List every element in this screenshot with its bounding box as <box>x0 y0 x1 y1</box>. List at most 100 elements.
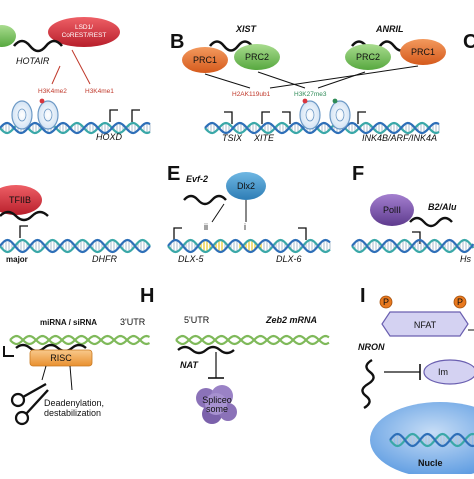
promoter-arrow-a1 <box>109 109 118 122</box>
panel-g: miRNA / siRNA 3'UTR RISC Deadenylation, … <box>3 317 150 426</box>
prc2-b1-label: PRC2 <box>245 52 269 62</box>
nucleosome-b1 <box>299 100 321 130</box>
dna-e <box>167 238 331 254</box>
major-label: major <box>6 255 28 264</box>
mirna-label: miRNA / siRNA <box>40 318 97 327</box>
risc-label: RISC <box>50 353 72 363</box>
phospho-p1: P <box>379 295 393 309</box>
polii-label: PolII <box>383 205 401 215</box>
hs-label: Hs <box>460 254 471 264</box>
promoter-arrow-b2 <box>261 111 270 124</box>
b2alu-rna <box>409 216 453 228</box>
panel-f: F PolII B2/Alu Hs <box>351 163 474 264</box>
panel-c-letter: C <box>463 31 474 53</box>
panel-b-letter: B <box>170 31 184 53</box>
mark-dot-a <box>39 98 45 104</box>
ink-label: INK4B/ARF/INK4A <box>362 133 437 143</box>
panel-h: H 5'UTR Zeb2 mRNA NAT Spliceo some <box>140 285 330 424</box>
panel-e: E Dlx2 Evf-2 ii i DLX-5 DLX-6 <box>167 163 331 264</box>
risc-complex <box>29 349 93 367</box>
panel-i: I NFAT P P NRON Im Nucle <box>358 285 474 478</box>
scissors-icon <box>10 382 49 426</box>
arrow-a1 <box>51 65 61 85</box>
dlx6-label: DLX-6 <box>276 254 302 264</box>
anril-label: ANRIL <box>375 24 404 34</box>
tail-g <box>3 346 14 357</box>
arrow-e1 <box>211 203 225 223</box>
mirna-strand <box>15 343 87 353</box>
deadenyl-label: Deadenylation, <box>44 398 104 408</box>
nucleosome-a2 <box>37 100 59 130</box>
panel-e-letter: E <box>167 163 180 185</box>
h2a-mark: H2AK119ub1 <box>232 91 271 98</box>
panel-a: LSD1/CoREST/REST HOTAIR H3K4me2 H3K4me1 … <box>0 17 151 142</box>
prc1-b1 <box>182 47 228 73</box>
prc1-b2 <box>400 39 446 65</box>
b2alu-label: B2/Alu <box>428 202 457 212</box>
dlx5-label: DLX-5 <box>178 254 205 264</box>
arrow-b4 <box>269 65 419 89</box>
promoter-arrow-b3 <box>282 111 291 124</box>
dhfr-label: DHFR <box>92 254 117 264</box>
prc2-b2-label: PRC2 <box>356 52 380 62</box>
svg-text:P: P <box>457 297 463 307</box>
dlx2-label: Dlx2 <box>237 181 255 191</box>
tsix-label: TSIX <box>222 133 243 143</box>
prc1-b2-label: PRC1 <box>411 47 435 57</box>
nucleus-label: Nucle <box>418 458 443 468</box>
evf2-rna <box>183 194 227 206</box>
tfiib-label: TFIIB <box>9 195 31 205</box>
nfat-shape <box>381 311 469 337</box>
zeb2-label: Zeb2 mRNA <box>265 315 317 325</box>
h3k4me1-mark: H3K4me1 <box>85 88 114 95</box>
promoter-arrow-a2 <box>131 109 140 122</box>
mark-dot-b1 <box>302 98 308 104</box>
panel-f-letter: F <box>352 163 364 185</box>
nucleosome-b2 <box>329 100 351 130</box>
prc2-partial-a <box>0 25 16 47</box>
lsd1-label: LSD1/CoREST/REST <box>62 24 107 39</box>
d-rna <box>0 210 49 222</box>
arrow-b2 <box>257 71 306 89</box>
promoter-arrow-b1 <box>224 111 233 124</box>
h3k4me2-mark: H3K4me2 <box>38 88 67 95</box>
dna-b <box>204 121 440 135</box>
xite-label: XITE <box>253 133 275 143</box>
mark-dot-b2 <box>332 98 338 104</box>
importin <box>423 359 474 385</box>
nat-label: NAT <box>180 360 199 370</box>
hotair-rna <box>12 39 64 53</box>
promoter-arrow-e1 <box>173 227 182 240</box>
evf2-label: Evf-2 <box>186 174 208 184</box>
arrow-g2 <box>69 365 73 391</box>
nron-label: NRON <box>358 342 385 352</box>
dna-i <box>389 432 474 448</box>
site-ii-label: ii <box>204 222 208 232</box>
dna-d <box>0 238 151 254</box>
nucleosome-a1 <box>11 100 33 130</box>
mrna-g <box>9 334 150 346</box>
phospho-p2: P <box>453 295 467 309</box>
destab-label: destabilization <box>44 408 101 418</box>
nat-strand <box>177 345 235 355</box>
mrna-h <box>175 334 330 346</box>
tfiib-factor <box>0 185 42 215</box>
prc2-b2 <box>345 44 391 70</box>
arrow-a2 <box>71 49 91 85</box>
promoter-arrow-e2 <box>298 227 307 240</box>
importin-label: Im <box>438 367 448 377</box>
site-i-label: i <box>244 222 246 232</box>
nucleus <box>370 402 474 478</box>
h3k27-mark: H3K27me3 <box>294 91 327 98</box>
xist-label: XIST <box>235 24 258 34</box>
spliceosome <box>196 385 237 424</box>
spliceosome-label-1: Spliceo <box>202 395 232 405</box>
panel-i-letter: I <box>360 285 366 307</box>
nron-rna <box>361 358 375 410</box>
prc2-b1 <box>234 44 280 70</box>
lsd1-complex <box>48 17 120 47</box>
spliceosome-label-2: some <box>206 404 228 414</box>
utr5-label: 5'UTR <box>184 315 210 325</box>
